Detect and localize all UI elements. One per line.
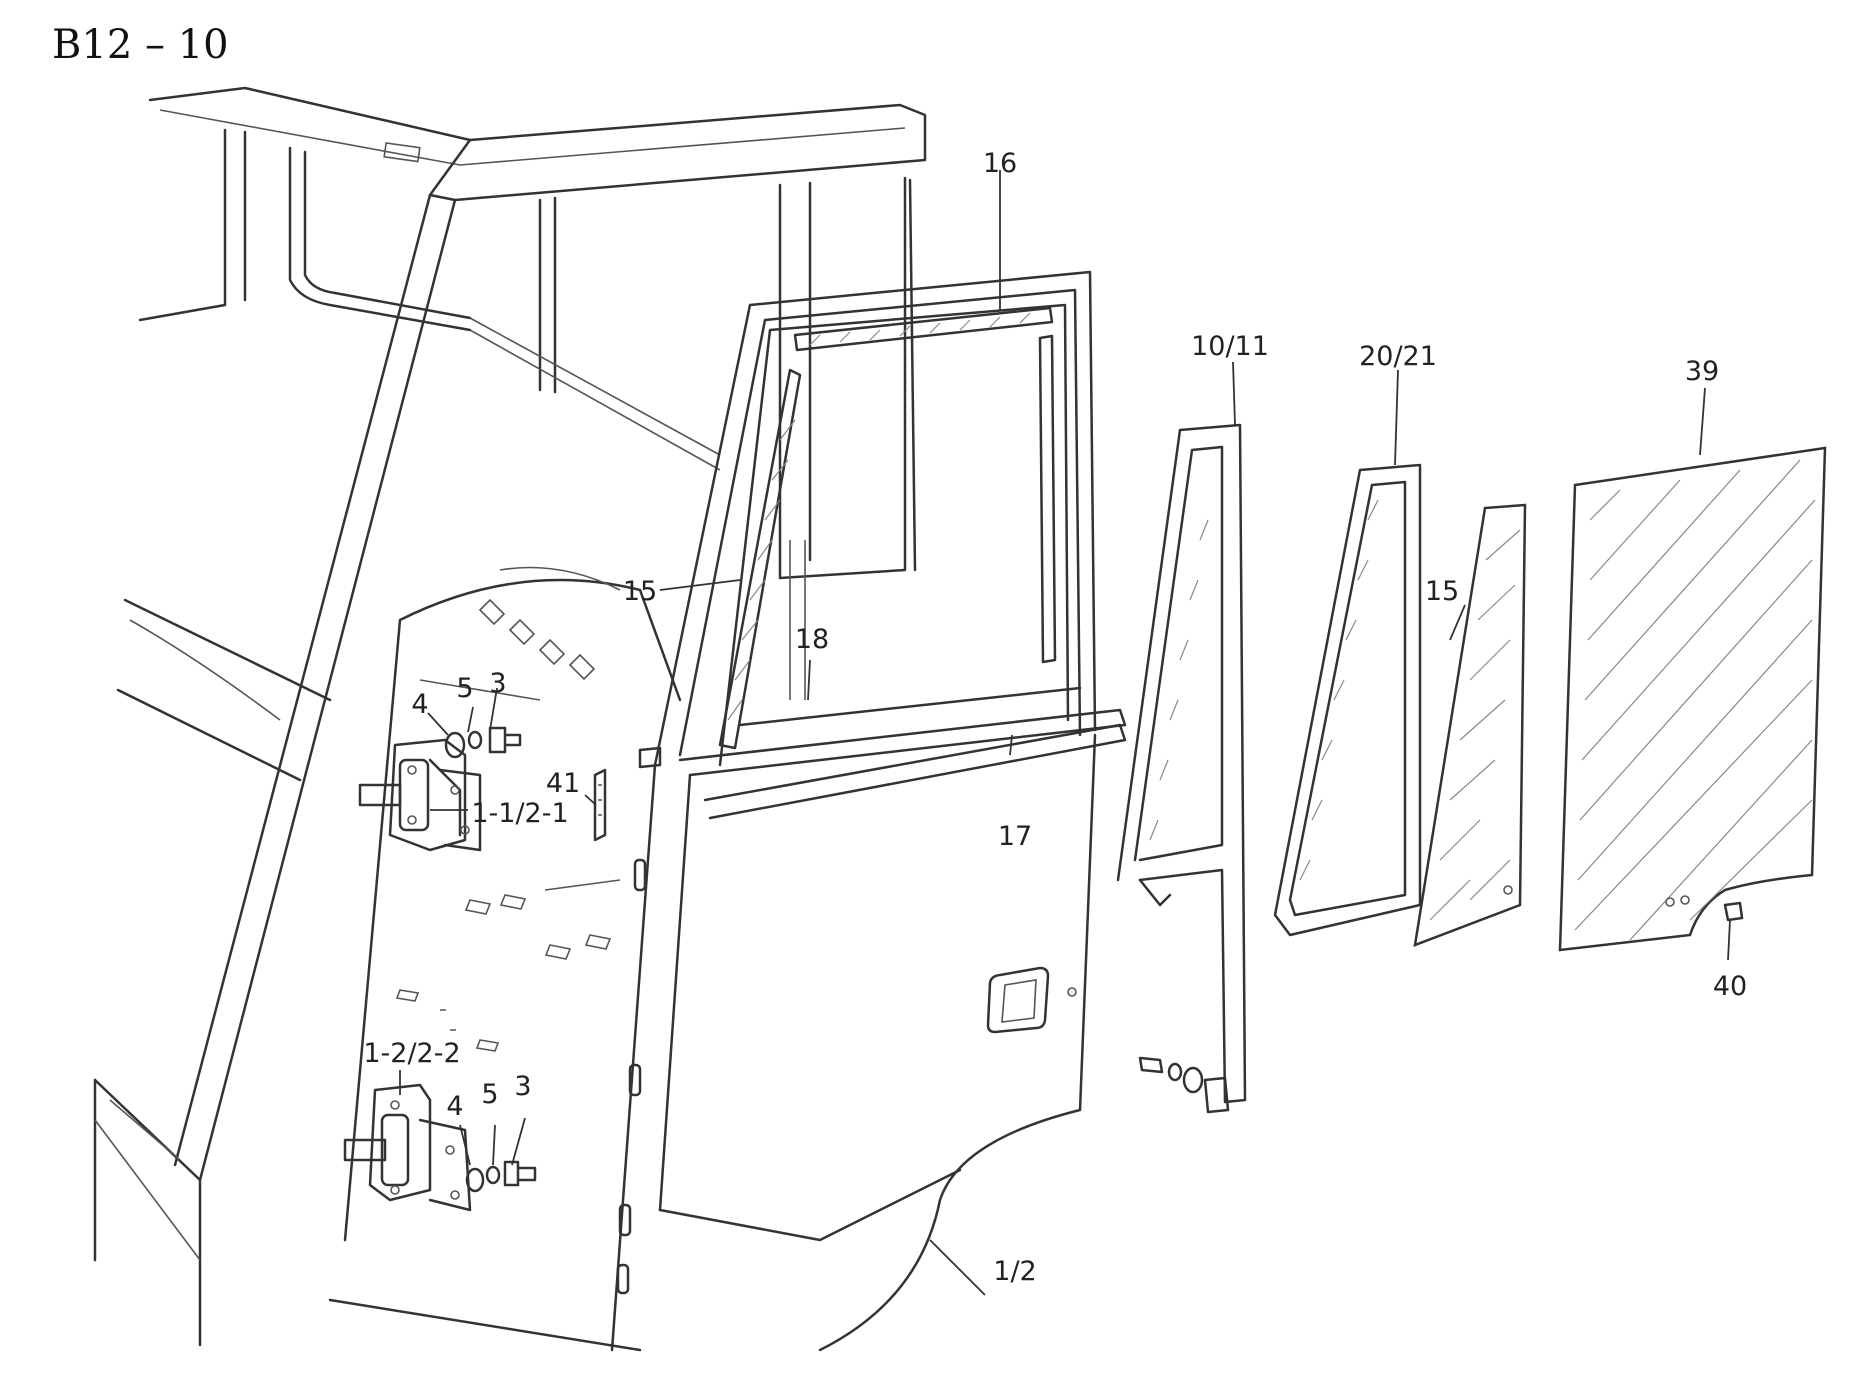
- leader-lines: [399, 170, 1731, 1296]
- label-10-11: 10/11: [1191, 331, 1269, 362]
- label-40: 40: [1713, 971, 1747, 1002]
- vent-seal: [1273, 463, 1422, 937]
- label-5-lower: 5: [481, 1079, 498, 1110]
- vent-frame: [1116, 423, 1247, 1114]
- label-16: 16: [983, 148, 1017, 179]
- label-41: 41: [546, 768, 580, 799]
- glass-clip: [1723, 901, 1744, 922]
- fasteners-lower: [465, 1160, 537, 1193]
- cab-body: [93, 86, 927, 1352]
- label-5-upper: 5: [456, 673, 473, 704]
- label-39: 39: [1685, 356, 1719, 387]
- label-18: 18: [795, 624, 829, 655]
- label-3-lower: 3: [514, 1071, 531, 1102]
- label-4-upper: 4: [411, 689, 428, 720]
- label-4-lower: 4: [446, 1091, 463, 1122]
- vent-glass: [1413, 503, 1527, 947]
- fasteners-upper: [444, 726, 522, 759]
- label-3-upper: 3: [489, 668, 506, 699]
- callout-labels: 16 10/11 20/21 39 15 15 18 3 4 5 41 1-1/…: [363, 148, 1747, 1287]
- lower-hinge: [343, 1083, 472, 1212]
- rear-channel: [1038, 334, 1057, 664]
- window-channel-left: [718, 368, 802, 750]
- label-17: 17: [998, 821, 1032, 852]
- label-15-right: 15: [1425, 576, 1459, 607]
- label-15-left: 15: [623, 576, 657, 607]
- label-1-2-2-2: 1-2/2-2: [363, 1038, 460, 1069]
- label-1-2: 1/2: [993, 1256, 1036, 1287]
- window-seal-18: [738, 540, 1082, 727]
- page-title: B12 – 10: [52, 22, 229, 68]
- door-shell: [610, 270, 1127, 1352]
- label-20-21: 20/21: [1359, 341, 1437, 372]
- door-check-strap: [593, 768, 607, 842]
- top-seal: [793, 306, 1054, 352]
- door-glass: [1558, 446, 1827, 952]
- label-1-1-2-1: 1-1/2-1: [471, 798, 568, 829]
- upper-hinge: [358, 738, 482, 852]
